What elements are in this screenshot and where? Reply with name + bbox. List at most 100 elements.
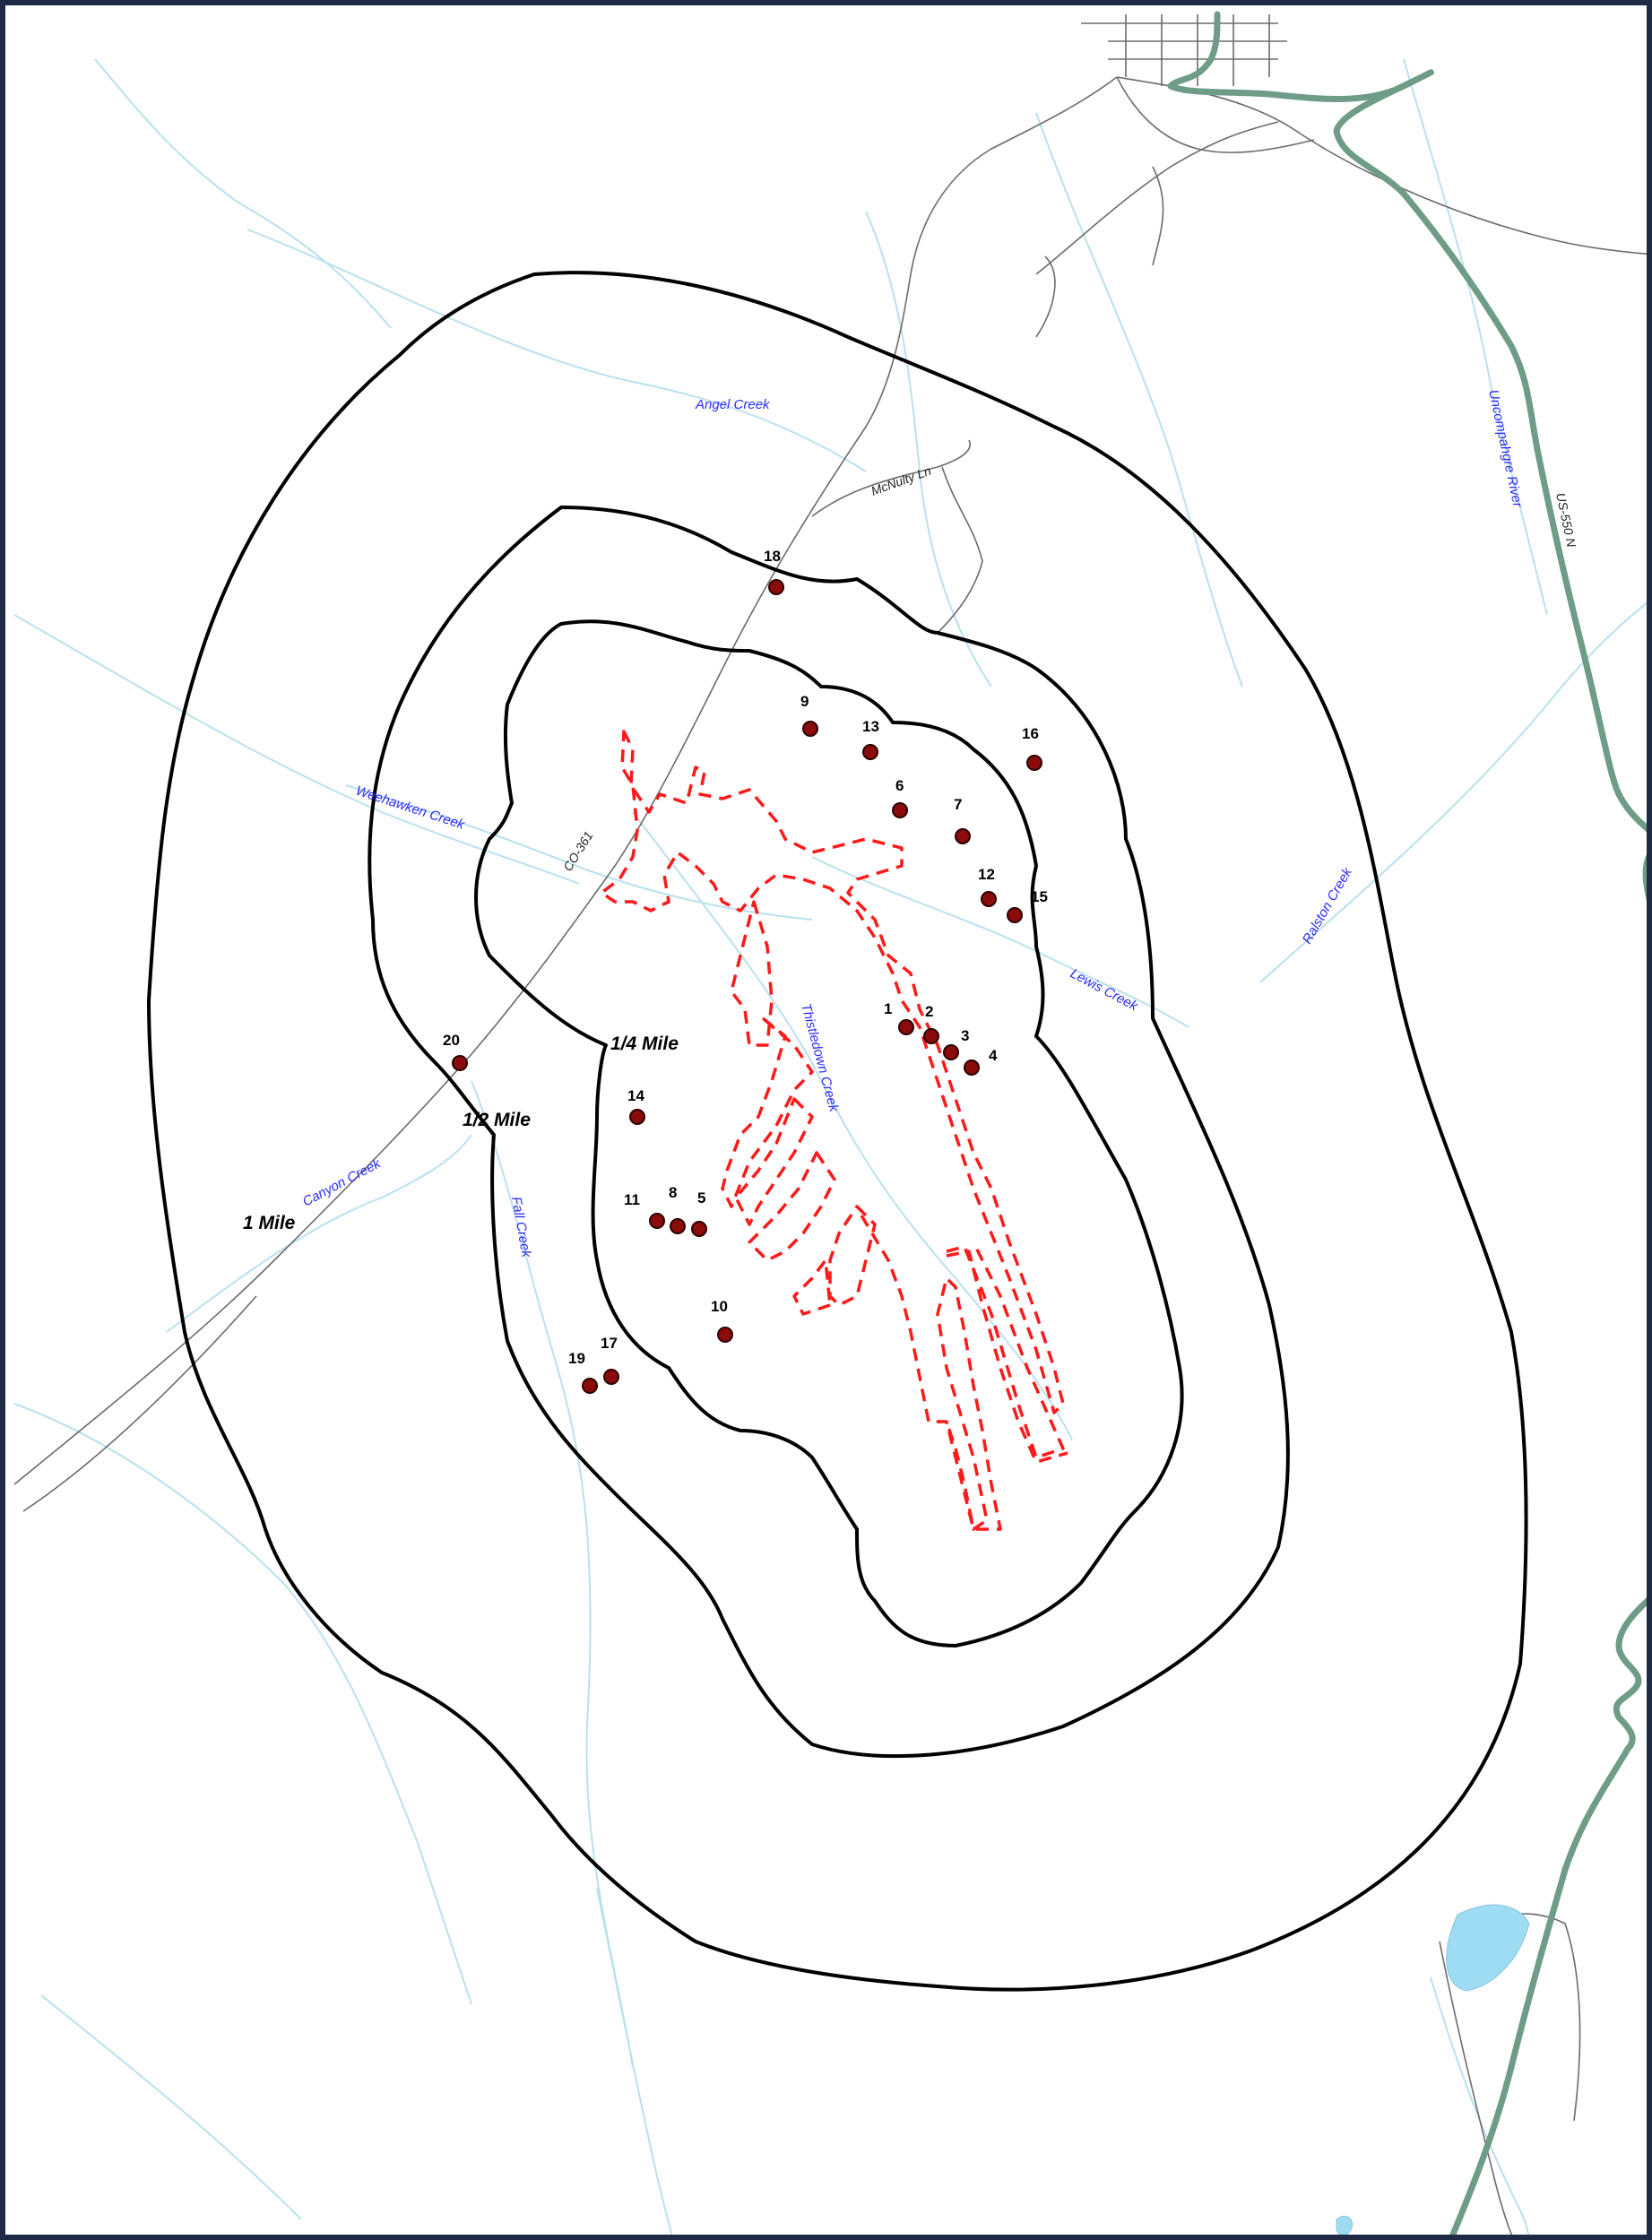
point-9-label: 9 bbox=[800, 693, 809, 710]
highway bbox=[1167, 11, 1647, 2235]
parcel-finger-6 bbox=[792, 1258, 832, 1316]
point-1[interactable] bbox=[898, 1019, 914, 1035]
point-10[interactable] bbox=[717, 1327, 733, 1343]
point-10-label: 10 bbox=[711, 1298, 728, 1315]
point-15-label: 15 bbox=[1031, 888, 1048, 905]
label-mcnulty-ln: McNulty Ln bbox=[869, 463, 933, 498]
road-town-grid bbox=[1081, 14, 1287, 86]
lake-large bbox=[1446, 1904, 1530, 1992]
stream-weehawken bbox=[345, 784, 813, 921]
road-co361-west bbox=[22, 1295, 257, 1512]
label-half-mile: 1/2 Mile bbox=[463, 1110, 531, 1130]
point-19[interactable] bbox=[582, 1378, 598, 1394]
buffer-quarter-mile bbox=[474, 619, 1184, 1648]
stream-fall bbox=[471, 1080, 634, 2068]
point-5[interactable] bbox=[691, 1221, 707, 1237]
stream-north bbox=[865, 211, 992, 688]
point-2[interactable] bbox=[923, 1028, 939, 1044]
stream-angel bbox=[247, 229, 867, 472]
point-9[interactable] bbox=[802, 721, 818, 737]
point-14-label: 14 bbox=[627, 1087, 644, 1104]
point-17[interactable] bbox=[603, 1369, 619, 1385]
point-3-label: 3 bbox=[961, 1027, 969, 1044]
label-quarter-mile: 1/4 Mile bbox=[610, 1034, 679, 1054]
stream-ne bbox=[1403, 58, 1548, 616]
point-14[interactable] bbox=[629, 1109, 645, 1125]
road-se-1 bbox=[1439, 1941, 1513, 2235]
point-13[interactable] bbox=[862, 744, 878, 760]
point-4[interactable] bbox=[964, 1059, 980, 1076]
road-mcnulty bbox=[811, 439, 971, 517]
point-7[interactable] bbox=[955, 828, 971, 844]
point-2-label: 2 bbox=[925, 1003, 933, 1020]
road-north-3 bbox=[1152, 166, 1164, 266]
parcel-far-east-strip bbox=[946, 1250, 1068, 1464]
point-15[interactable] bbox=[1007, 907, 1023, 923]
label-angel-creek: Angel Creek bbox=[695, 397, 771, 412]
parcel-south-strip bbox=[860, 1215, 1002, 1531]
point-20-label: 20 bbox=[443, 1032, 460, 1049]
point-13-label: 13 bbox=[862, 718, 879, 735]
parcel-main bbox=[600, 730, 1065, 1414]
stream-west-lower bbox=[13, 1403, 472, 2005]
point-4-label: 4 bbox=[989, 1047, 998, 1064]
stream-far-west bbox=[94, 58, 392, 329]
stream-ralston bbox=[1259, 601, 1647, 983]
point-8[interactable] bbox=[670, 1218, 686, 1234]
point-12-label: 12 bbox=[978, 866, 995, 883]
point-18[interactable] bbox=[768, 579, 784, 595]
point-6[interactable] bbox=[892, 802, 908, 818]
point-11[interactable] bbox=[649, 1213, 665, 1229]
point-11-label: 11 bbox=[624, 1191, 640, 1208]
streams bbox=[13, 58, 1647, 2235]
stream-weehawken-upper bbox=[13, 614, 580, 885]
road-north-2 bbox=[1035, 255, 1056, 338]
highway-us550-north bbox=[1167, 11, 1647, 902]
point-20[interactable] bbox=[452, 1055, 468, 1071]
parcel-boundary bbox=[600, 730, 1068, 1531]
point-5-label: 5 bbox=[697, 1189, 705, 1206]
lake-small bbox=[1336, 2215, 1354, 2235]
point-6-label: 6 bbox=[895, 777, 904, 794]
point-19-label: 19 bbox=[568, 1350, 585, 1367]
road-town-2 bbox=[1116, 76, 1315, 153]
road-north-4 bbox=[1116, 76, 1647, 255]
point-8-label: 8 bbox=[669, 1184, 677, 1201]
road-labels: McNulty Ln CO-361 US-550 N bbox=[560, 463, 1579, 874]
road-mcnulty-spur bbox=[937, 466, 983, 634]
label-thistledown-creek: Thistledown Creek bbox=[798, 1002, 842, 1115]
stream-s bbox=[596, 1887, 673, 2235]
stream-river-trib bbox=[1035, 112, 1243, 688]
label-fall-creek: Fall Creek bbox=[508, 1196, 534, 1260]
parcel-finger-3 bbox=[734, 1097, 814, 1226]
point-17-label: 17 bbox=[601, 1335, 618, 1352]
buffer-labels: 1/4 Mile 1/2 Mile 1 Mile bbox=[243, 1034, 679, 1233]
road-co361 bbox=[13, 76, 1118, 1485]
stream-se bbox=[1430, 1976, 1530, 2235]
stream-canyon bbox=[166, 1134, 472, 1333]
point-16[interactable] bbox=[1026, 755, 1042, 771]
label-uncompahgre-river: Uncompahgre River bbox=[1485, 388, 1526, 509]
parcel-finger-5 bbox=[828, 1205, 877, 1307]
stream-thistledown bbox=[632, 811, 1073, 1440]
sample-points: 1 2 3 4 5 6 7 8 9 10 11 12 13 14 15 16 1 bbox=[443, 548, 1048, 1394]
lakes bbox=[1336, 1904, 1530, 2235]
highway-us550-south bbox=[1449, 1597, 1647, 2235]
map-canvas[interactable]: Angel Creek Weehawken Creek Canyon Creek… bbox=[5, 5, 1652, 2240]
point-7-label: 7 bbox=[954, 796, 962, 813]
point-12[interactable] bbox=[981, 891, 997, 907]
road-north-1 bbox=[1035, 121, 1279, 275]
point-1-label: 1 bbox=[884, 1000, 892, 1017]
buffer-1-mile bbox=[147, 271, 1528, 1992]
point-18-label: 18 bbox=[764, 548, 781, 565]
parcel-finger-4 bbox=[748, 1151, 836, 1262]
buffer-half-mile bbox=[368, 506, 1290, 1759]
stream-sw bbox=[40, 1994, 302, 2220]
point-3[interactable] bbox=[943, 1044, 959, 1060]
roads bbox=[13, 14, 1647, 2235]
parcel-finger-1 bbox=[730, 900, 774, 1047]
label-one-mile: 1 Mile bbox=[243, 1213, 296, 1233]
point-16-label: 16 bbox=[1022, 725, 1039, 742]
buffer-rings bbox=[147, 271, 1528, 1992]
